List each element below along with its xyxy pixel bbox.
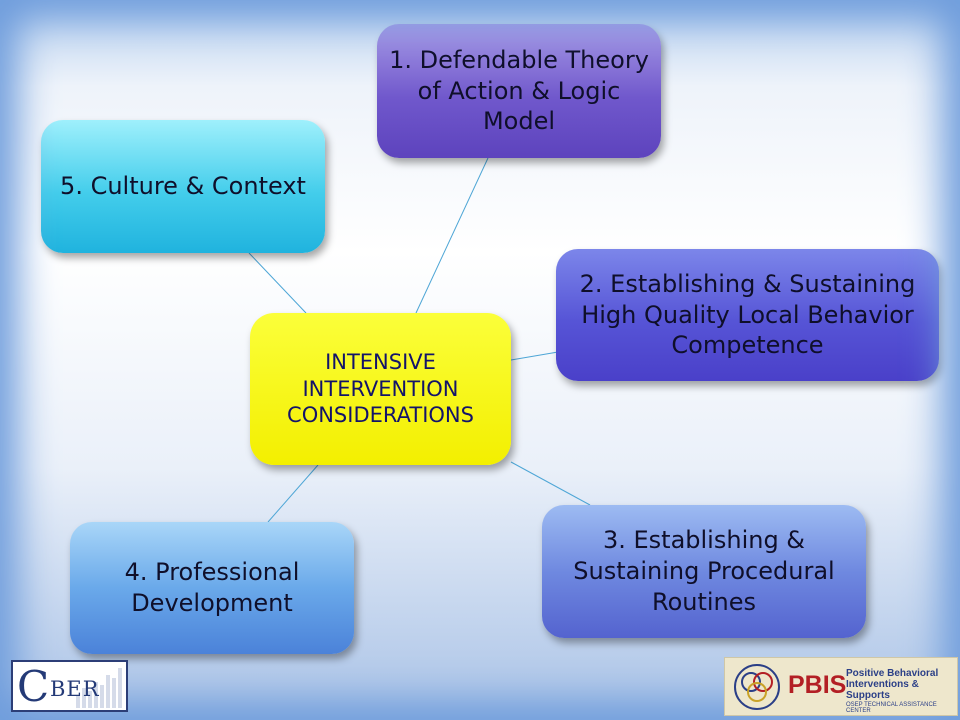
connector-line-5 — [248, 252, 307, 314]
node-label: 3. Establishing & Sustaining Procedural … — [573, 526, 835, 616]
node-label: 2. Establishing & Sustaining High Qualit… — [579, 269, 916, 360]
node-label: 5. Culture & Context — [60, 172, 306, 201]
connector-line-2 — [510, 351, 559, 361]
node-local-behavior-competence: 2. Establishing & Sustaining High Qualit… — [556, 249, 939, 381]
node-label: 1. Defendable Theory of Action & Logic M… — [389, 45, 649, 136]
pbis-logo: PBIS Positive Behavioral Interventions &… — [724, 657, 958, 716]
center-label: INTENSIVE INTERVENTION CONSIDERATIONS — [287, 349, 474, 428]
pbis-rings-icon — [734, 664, 780, 710]
cber-logo: C BER — [11, 660, 128, 712]
node-culture-context: 5. Culture & Context — [41, 120, 325, 253]
center-node: INTENSIVE INTERVENTION CONSIDERATIONS — [250, 313, 511, 465]
connector-line-1 — [415, 157, 489, 314]
node-procedural-routines: 3. Establishing & Sustaining Procedural … — [542, 505, 866, 638]
cber-logo-bars — [76, 664, 122, 708]
node-defendable-theory: 1. Defendable Theory of Action & Logic M… — [377, 24, 661, 158]
connector-line-4 — [267, 464, 319, 523]
node-professional-development: 4. Professional Development — [70, 522, 354, 654]
cber-logo-letter: C — [17, 662, 50, 711]
pbis-logo-line2: Interventions & Supports — [846, 679, 919, 701]
connector-line-3 — [510, 461, 591, 506]
pbis-logo-tagline: OSEP TECHNICAL ASSISTANCE CENTER — [846, 702, 937, 714]
pbis-logo-line1: Positive Behavioral — [846, 668, 939, 679]
cber-logo-text: BER — [50, 677, 100, 701]
pbis-logo-subtitle: Positive Behavioral Interventions & Supp… — [846, 668, 956, 701]
node-label: 4. Professional Development — [124, 558, 300, 617]
pbis-logo-name: PBIS — [788, 671, 847, 699]
